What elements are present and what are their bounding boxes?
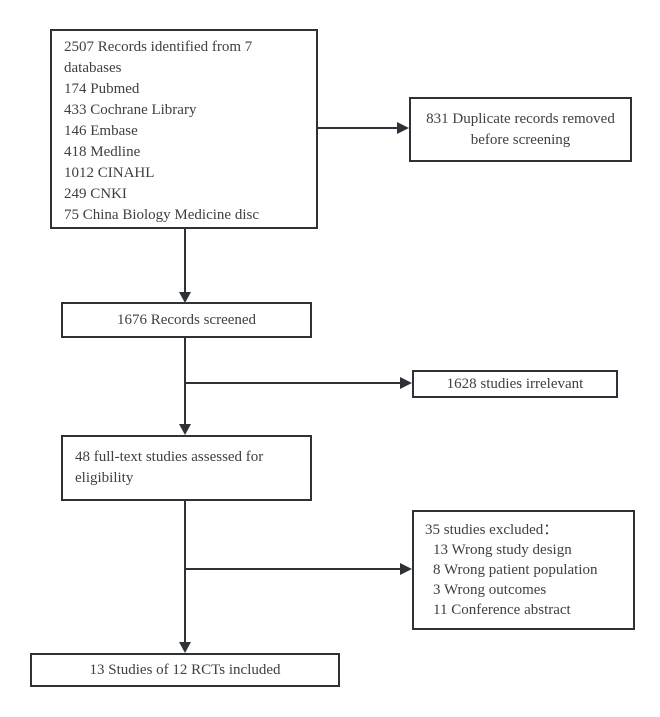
arrow-down-icon	[179, 424, 191, 435]
records-identified-line: 75 China Biology Medicine disc	[64, 207, 259, 223]
records-identified-line: 1012 CINAHL	[64, 165, 155, 181]
duplicates-removed-line: before screening	[470, 131, 571, 148]
box-studies-excluded: 35 studies excluded： 13 Wrong study desi…	[412, 510, 635, 630]
fulltext-assessed-line: 48 full-text studies assessed for	[75, 449, 264, 465]
connector-screened-to-fulltext	[184, 338, 186, 424]
box-studies-included: 13 Studies of 12 RCTs included	[30, 653, 340, 687]
box-records-identified: 2507 Records identified from 7 databases…	[50, 29, 318, 229]
studies-irrelevant-label: 1628 studies irrelevant	[446, 375, 584, 392]
studies-excluded-reason: 13 Wrong study design	[433, 542, 572, 558]
connector-screened-to-irrelevant	[184, 382, 401, 384]
studies-excluded-reason: 8 Wrong patient population	[433, 562, 598, 578]
records-identified-line: 2507 Records identified from 7	[64, 39, 253, 55]
records-identified-line: 418 Medline	[64, 144, 141, 160]
arrow-down-icon	[179, 292, 191, 303]
arrow-right-icon	[400, 563, 412, 575]
connector-identified-to-screened	[184, 229, 186, 292]
fulltext-assessed-line: eligibility	[75, 470, 134, 486]
studies-excluded-reason: 3 Wrong outcomes	[433, 582, 547, 598]
records-identified-line: 146 Embase	[64, 123, 138, 139]
connector-fulltext-to-excluded	[184, 568, 401, 570]
connector-fulltext-to-included	[184, 501, 186, 642]
arrow-right-icon	[397, 122, 409, 134]
studies-excluded-heading: 35 studies excluded：	[425, 522, 559, 538]
box-fulltext-assessed: 48 full-text studies assessed for eligib…	[61, 435, 312, 501]
box-studies-irrelevant: 1628 studies irrelevant	[412, 370, 618, 398]
arrow-down-icon	[179, 642, 191, 653]
connector-identified-to-duplicates	[318, 127, 399, 129]
box-records-screened: 1676 Records screened	[61, 302, 312, 338]
arrow-right-icon	[400, 377, 412, 389]
records-identified-line: 433 Cochrane Library	[64, 102, 197, 118]
studies-included-label: 13 Studies of 12 RCTs included	[89, 661, 281, 678]
records-identified-line: databases	[64, 60, 122, 76]
records-identified-line: 174 Pubmed	[64, 81, 140, 97]
studies-excluded-reason: 11 Conference abstract	[433, 602, 571, 618]
records-screened-label: 1676 Records screened	[116, 311, 257, 328]
duplicates-removed-line: 831 Duplicate records removed	[426, 110, 615, 127]
records-identified-line: 249 CNKI	[64, 186, 127, 202]
box-duplicates-removed: 831 Duplicate records removed before scr…	[409, 97, 632, 162]
